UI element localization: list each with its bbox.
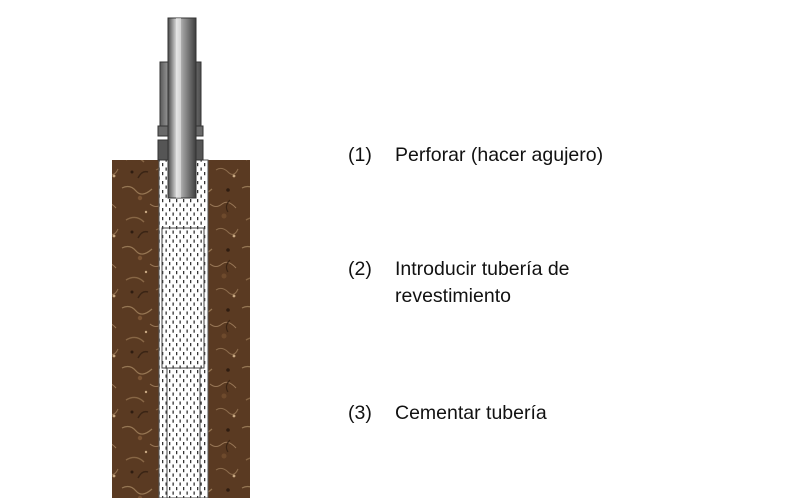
step-1: (1) Perforar (hacer agujero) [348, 142, 635, 169]
drill-pipe-highlight [176, 18, 181, 198]
step-1-text: Perforar (hacer agujero) [395, 144, 604, 166]
casing-upper [161, 227, 205, 369]
step-2-text: Introducir tubería de revestimiento [395, 258, 570, 307]
step-3-number: (3) [348, 402, 372, 424]
step-1-number: (1) [348, 144, 372, 166]
step-2-number: (2) [348, 258, 372, 280]
step-3: (3) Cementar tubería [348, 400, 635, 427]
step-3-text: Cementar tubería [395, 402, 547, 424]
drill-pipe [167, 17, 197, 199]
casing-lower [166, 367, 201, 498]
step-2: (2) Introducir tubería de revestimiento [348, 256, 635, 310]
